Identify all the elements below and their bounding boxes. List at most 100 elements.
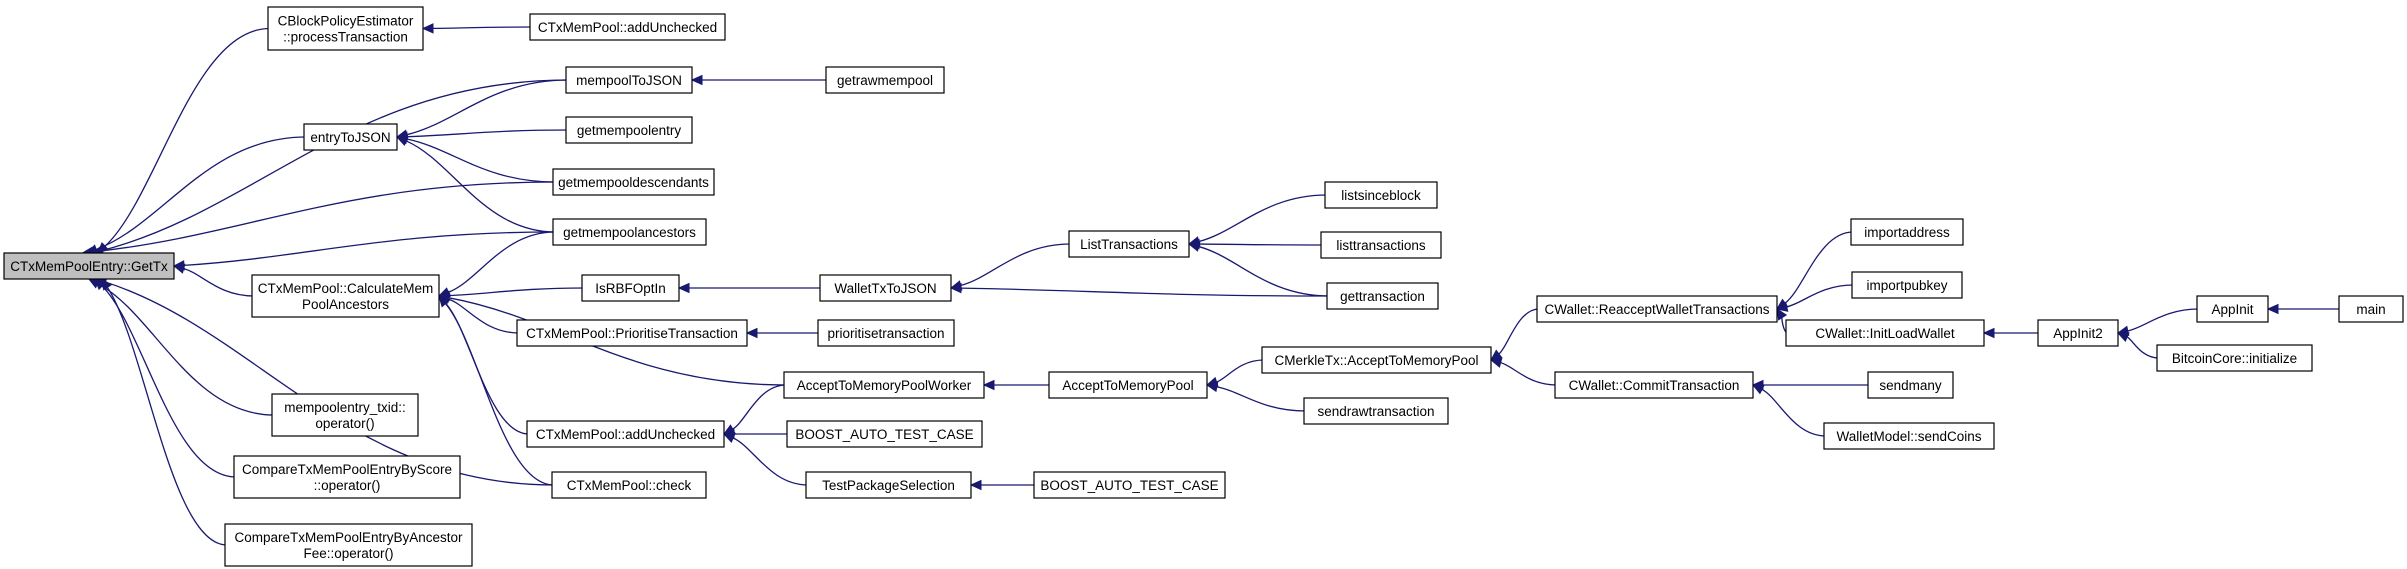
node-box	[783, 371, 985, 399]
node-label: listtransactions	[1336, 238, 1426, 253]
node-atmpWorker[interactable]: AcceptToMemoryPoolWorker	[783, 371, 985, 399]
edge-sendmany-to-commitTx	[1751, 379, 1870, 391]
node-label: IsRBFOptIn	[595, 281, 666, 296]
edge-line	[405, 140, 556, 233]
node-commitTx[interactable]: CWallet::CommitTransaction	[1554, 371, 1754, 399]
node-box	[565, 116, 693, 144]
node-label: ListTransactions	[1080, 237, 1178, 252]
node-listtransactions[interactable]: listtransactions	[1320, 231, 1442, 259]
edge-walletTxToJSON-to-isRBFOptIn	[677, 282, 822, 294]
node-label: getmempoolentry	[577, 123, 682, 138]
edge-mempoolToJSON-to-getTx	[91, 79, 569, 256]
node-getmempoolentry[interactable]: getmempoolentry	[565, 116, 693, 144]
node-box	[1320, 231, 1442, 259]
node-atmp[interactable]: AcceptToMemoryPool	[1048, 371, 1208, 399]
arrow-head-icon	[438, 295, 450, 308]
edge-check-to-calcAncestors	[438, 295, 555, 486]
node-label: getrawmempool	[837, 73, 933, 88]
node-main[interactable]: main	[2338, 295, 2404, 323]
node-box	[1033, 471, 1226, 499]
node-initLoadWallet[interactable]: CWallet::InitLoadWallet	[1785, 319, 1985, 347]
node-bitcoinCoreInit[interactable]: BitcoinCore::initialize	[2156, 344, 2313, 372]
node-box	[1785, 319, 1985, 347]
edge-appInit-to-appInit2	[2116, 308, 2200, 336]
node-sendCoins[interactable]: WalletModel::sendCoins	[1823, 422, 1995, 450]
node-label: AcceptToMemoryPool	[1062, 378, 1193, 393]
node-entryToJSON[interactable]: entryToJSON	[303, 123, 398, 151]
arrow-head-icon	[421, 23, 434, 34]
edge-line	[183, 267, 255, 297]
node-box	[267, 6, 424, 51]
arrow-head-icon	[1982, 327, 1995, 339]
edge-line	[102, 79, 569, 252]
node-compareAncestorFee[interactable]: CompareTxMemPoolEntryByAncestorFee::oper…	[224, 523, 473, 567]
node-label: getmempooldescendants	[558, 175, 709, 190]
node-isRBFOptIn[interactable]: IsRBFOptIn	[581, 274, 680, 302]
edge-line	[101, 285, 237, 478]
node-processTx[interactable]: CBlockPolicyEstimator::processTransactio…	[267, 6, 424, 51]
edge-getmempoolancestors-to-calcAncestors	[437, 231, 556, 298]
edge-atmpWorker-to-addUnchecked2	[722, 384, 787, 435]
node-label: CTxMemPool::addUnchecked	[536, 427, 715, 442]
node-boostTest1[interactable]: BOOST_AUTO_TEST_CASE	[786, 420, 983, 448]
arrow-head-icon	[690, 74, 703, 86]
edge-processTx-to-getTx	[96, 27, 271, 254]
node-box	[551, 471, 707, 499]
arrow-head-icon	[94, 278, 107, 291]
edge-commitTx-to-merkleAtmp	[1489, 357, 1558, 386]
edge-line	[97, 283, 275, 416]
node-getmempoolancestors[interactable]: getmempoolancestors	[552, 218, 707, 246]
node-getTx[interactable]: CTxMemPoolEntry::GetTx	[3, 252, 175, 280]
node-box	[2338, 295, 2404, 323]
node-gettransaction[interactable]: gettransaction	[1326, 282, 1439, 310]
edge-listTransactions-to-walletTxToJSON	[949, 243, 1072, 291]
edge-listsinceblock-to-listTransactions	[1187, 194, 1328, 247]
node-listTransactions[interactable]: ListTransactions	[1068, 230, 1190, 258]
node-testPkg[interactable]: TestPackageSelection	[805, 471, 972, 499]
node-box	[303, 123, 398, 151]
node-label: entryToJSON	[310, 130, 390, 145]
node-box	[271, 393, 419, 437]
node-importaddress[interactable]: importaddress	[1850, 218, 1964, 246]
node-box	[581, 274, 680, 302]
edge-line	[92, 181, 556, 253]
node-addUnchecked1[interactable]: CTxMemPool::addUnchecked	[529, 13, 726, 41]
node-label: prioritisetransaction	[827, 326, 944, 341]
node-box	[1867, 371, 1954, 399]
arrow-head-icon	[949, 282, 962, 294]
node-sendmany[interactable]: sendmany	[1867, 371, 1954, 399]
node-label: WalletModel::sendCoins	[1836, 429, 1981, 444]
node-mempoolentryTxid[interactable]: mempoolentry_txid::operator()	[271, 393, 419, 437]
edge-prioritiseTx-to-calcAncestors	[437, 294, 520, 334]
edge-line	[732, 437, 809, 486]
edge-getmempooldescendants-to-getTx	[81, 181, 556, 258]
node-walletTxToJSON[interactable]: WalletTxToJSON	[819, 274, 952, 302]
node-listsinceblock[interactable]: listsinceblock	[1324, 181, 1438, 209]
node-appInit[interactable]: AppInit	[2196, 295, 2269, 323]
node-box	[825, 66, 945, 94]
node-prioritiseTx[interactable]: CTxMemPool::PrioritiseTransaction	[516, 319, 748, 347]
node-getrawmempool[interactable]: getrawmempool	[825, 66, 945, 94]
node-reacceptWalletTx[interactable]: CWallet::ReacceptWalletTransactions	[1536, 295, 1778, 323]
edge-line	[1198, 243, 1324, 246]
edge-sendrawtransaction-to-atmp	[1205, 381, 1307, 412]
node-compareScore[interactable]: CompareTxMemPoolEntryByScore::operator()	[233, 455, 461, 499]
node-sendrawtransaction[interactable]: sendrawtransaction	[1303, 397, 1449, 425]
node-check[interactable]: CTxMemPool::check	[551, 471, 707, 499]
node-addUnchecked2[interactable]: CTxMemPool::addUnchecked	[526, 420, 725, 448]
node-boostTest2[interactable]: BOOST_AUTO_TEST_CASE	[1033, 471, 1226, 499]
node-prioritisetransaction[interactable]: prioritisetransaction	[817, 319, 955, 347]
node-importpubkey[interactable]: importpubkey	[1851, 271, 1963, 299]
node-getmempooldescendants[interactable]: getmempooldescendants	[552, 168, 715, 196]
node-appInit2[interactable]: AppInit2	[2037, 319, 2119, 347]
edge-line	[406, 129, 569, 138]
edge-getmempoolancestors-to-getTx	[172, 231, 556, 271]
node-label: mempoolentry_txid::	[284, 400, 406, 415]
node-label: PoolAncestors	[302, 297, 389, 312]
node-merkleAtmp[interactable]: CMerkleTx::AcceptToMemoryPool	[1261, 346, 1492, 374]
edge-boostTest2-to-testPkg	[969, 479, 1036, 491]
edge-line	[960, 243, 1072, 287]
node-label: AcceptToMemoryPoolWorker	[797, 378, 972, 393]
node-mempoolToJSON[interactable]: mempoolToJSON	[565, 66, 693, 94]
